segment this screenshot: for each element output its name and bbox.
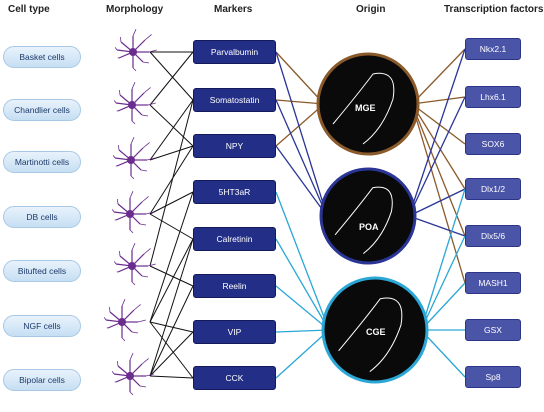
tf-nkx2-1: Nkx2.1: [465, 38, 521, 60]
cell-type-martinotti: Martinotti cells: [3, 151, 81, 173]
marker-origin-link-1: [275, 99, 325, 105]
neuron-morphology-icon-6: [111, 353, 154, 396]
origin-tf-link-8: [408, 188, 466, 217]
neuron-morphology-icon-2: [112, 137, 155, 180]
origin-tf-link-10: [420, 188, 466, 331]
cell-type-db: DB cells: [3, 206, 81, 228]
marker-origin-link-10: [275, 329, 330, 379]
origin-label-cge: CGE: [366, 327, 386, 337]
origin-tf-link-9: [408, 215, 466, 237]
origin-label-poa: POA: [359, 222, 379, 232]
origin-tf-link-14: [420, 329, 466, 378]
origin-tf-link-11: [420, 235, 466, 331]
cell-marker-link-4: [149, 145, 194, 161]
marker-reelin: Reelin: [193, 274, 276, 298]
origin-tf-link-1: [411, 96, 466, 105]
tf-sp8: Sp8: [465, 366, 521, 388]
marker-npy: NPY: [193, 134, 276, 158]
cell-type-bitufted: Bitufted cells: [3, 260, 81, 282]
brain-outline-cge: [338, 297, 403, 372]
origin-tf-link-2: [411, 103, 466, 145]
marker-somatostatin: Somatostatin: [193, 88, 276, 112]
cell-type-ngf: NGF cells: [3, 315, 81, 337]
origin-tf-link-6: [408, 48, 466, 217]
neuron-morphology-icon-5: [103, 299, 146, 342]
origin-circle-cge: [321, 276, 429, 384]
marker-parvalbumin: Parvalbumin: [193, 40, 276, 64]
marker-5ht3ar: 5HT3aR: [193, 180, 276, 204]
brain-outline-mge: [332, 72, 395, 145]
neuron-morphology-icon-1: [113, 82, 156, 125]
origin-circle-poa: [319, 167, 417, 265]
marker-origin-link-2: [275, 103, 325, 147]
cell-marker-link-16: [149, 375, 194, 379]
tf-dlx5-6: Dlx5/6: [465, 225, 521, 247]
cell-marker-link-15: [149, 331, 194, 377]
marker-origin-link-7: [275, 238, 330, 331]
header-morphology: Morphology: [106, 4, 164, 15]
marker-origin-link-6: [275, 191, 330, 331]
tf-mash1: MASH1: [465, 272, 521, 294]
cell-marker-link-13: [149, 238, 194, 377]
marker-origin-link-8: [275, 285, 330, 331]
tf-lhx6-1: Lhx6.1: [465, 86, 521, 108]
origin-tf-link-3: [411, 103, 466, 190]
tf-dlx1-2: Dlx1/2: [465, 178, 521, 200]
header-markers: Markers: [214, 4, 253, 15]
header-origin: Origin: [356, 4, 386, 15]
marker-calretinin: Calretinin: [193, 227, 276, 251]
brain-outline-poa: [334, 186, 393, 254]
origin-tf-link-0: [411, 48, 466, 105]
neuron-morphology-icon-4: [113, 243, 156, 286]
cell-marker-link-1: [149, 51, 194, 101]
marker-origin-link-5: [275, 145, 328, 217]
marker-cck: CCK: [193, 366, 276, 390]
marker-origin-link-9: [275, 329, 330, 333]
cell-marker-link-17: [149, 104, 194, 147]
origin-tf-link-4: [411, 103, 466, 237]
cell-marker-link-18: [149, 321, 194, 379]
origin-tf-link-12: [420, 282, 466, 331]
cell-type-basket: Basket cells: [3, 46, 81, 68]
marker-origin-link-0: [275, 51, 325, 105]
cell-marker-link-14: [149, 285, 194, 377]
cell-marker-link-6: [149, 191, 194, 215]
marker-origin-link-4: [275, 99, 328, 217]
cell-marker-link-7: [149, 213, 194, 240]
header-cell-type: Cell type: [8, 4, 50, 15]
cell-marker-link-5: [149, 145, 194, 215]
marker-vip: VIP: [193, 320, 276, 344]
cell-type-bipolar: Bipolar cells: [3, 369, 81, 391]
cell-marker-link-2: [149, 51, 194, 106]
origin-circle-mge: [316, 52, 420, 156]
neuron-morphology-icon-3: [111, 191, 154, 234]
tf-sox6: SOX6: [465, 133, 521, 155]
marker-origin-link-3: [275, 51, 328, 217]
cell-type-chandelier: Chandlier cells: [3, 99, 81, 121]
cell-marker-link-11: [149, 238, 194, 323]
origin-tf-link-5: [411, 103, 466, 284]
cell-marker-link-3: [149, 99, 194, 161]
header-transcription-factors: Transcription factors: [444, 4, 544, 15]
cell-marker-link-9: [149, 265, 194, 287]
tf-gsx: GSX: [465, 319, 521, 341]
cell-marker-link-10: [149, 191, 194, 323]
origin-tf-link-7: [408, 96, 466, 217]
origin-label-mge: MGE: [355, 103, 376, 113]
cell-marker-link-8: [149, 99, 194, 267]
cell-marker-link-12: [149, 321, 194, 333]
neuron-morphology-icon-0: [114, 29, 157, 72]
